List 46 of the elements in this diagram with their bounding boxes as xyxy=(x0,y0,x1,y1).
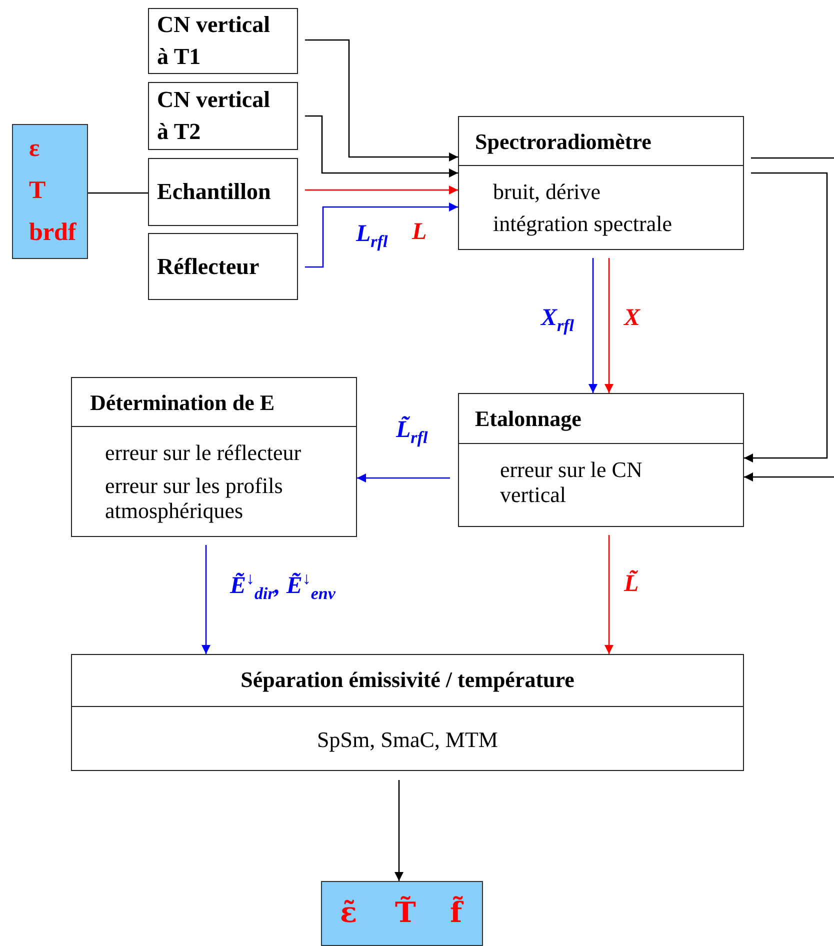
edge-label: L$_{rfl}$ xyxy=(356,222,388,250)
box-title: Echantillon xyxy=(157,178,272,206)
edge-label: X$_{rfl}$ xyxy=(541,306,574,334)
arrow xyxy=(305,186,458,194)
arrow xyxy=(394,780,404,881)
edge-label: L̃$_{rfl}$ xyxy=(396,418,428,446)
arrow xyxy=(604,258,614,393)
variable-label: ε xyxy=(29,135,40,163)
variable-label: ε̃ xyxy=(340,896,358,929)
variable-label: T xyxy=(29,177,46,205)
process-box xyxy=(148,82,298,150)
box-title: Etalonnage xyxy=(475,406,582,432)
box-title: CN vertical à T1 xyxy=(157,11,272,71)
arrow xyxy=(357,474,450,482)
arrow xyxy=(588,258,598,393)
box-text: erreur sur les profils atmosphériques xyxy=(105,473,284,523)
box-text: SpSm, SmaC, MTM xyxy=(316,727,499,753)
process-box xyxy=(148,158,298,226)
box-text: erreur sur le CN vertical xyxy=(500,457,644,507)
variable-label: f̃ xyxy=(450,896,462,929)
arrow xyxy=(604,535,614,654)
arrow xyxy=(202,545,210,654)
box-title: Réflecteur xyxy=(157,252,260,280)
process-box xyxy=(458,393,744,527)
variable-box xyxy=(321,881,483,946)
arrow xyxy=(744,172,828,462)
arrow xyxy=(305,202,458,268)
arrow xyxy=(744,157,834,482)
variable-label: brdf xyxy=(29,219,76,247)
box-title: Séparation émissivité / température xyxy=(240,667,576,693)
box-title: Détermination de E xyxy=(90,390,275,416)
process-box xyxy=(71,377,357,537)
box-title: Spectroradiomètre xyxy=(475,129,652,155)
box-text: bruit, dérive xyxy=(493,179,601,205)
arrow xyxy=(305,39,458,162)
process-box xyxy=(71,654,744,771)
variable-label: T̃ xyxy=(395,896,416,929)
process-box xyxy=(148,233,298,300)
box-text: erreur sur le réflecteur xyxy=(105,440,302,465)
variable-box xyxy=(12,124,88,259)
box-title: CN vertical à T2 xyxy=(157,86,272,146)
process-box xyxy=(458,116,744,250)
connector-line xyxy=(88,192,148,194)
box-text: intégration spectrale xyxy=(493,211,672,237)
arrow xyxy=(305,115,458,178)
process-box xyxy=(148,8,298,74)
